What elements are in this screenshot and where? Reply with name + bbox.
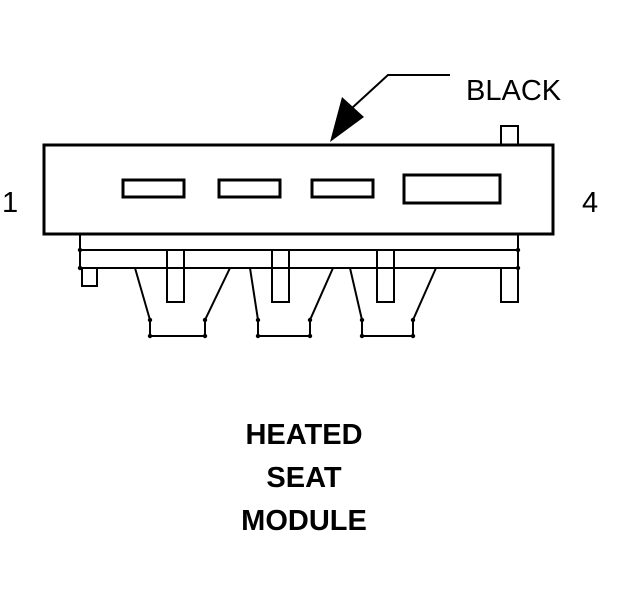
caption-line-1: HEATED xyxy=(245,419,363,451)
pin-label-last: 4 xyxy=(582,187,598,219)
connector-housing xyxy=(42,143,555,236)
junction-dots xyxy=(77,247,521,339)
pin-label-first: 1 xyxy=(2,187,18,219)
caption-line-2: SEAT xyxy=(266,462,342,494)
terminal-cavity xyxy=(121,178,186,199)
terminal-cavity xyxy=(310,178,375,199)
callout-arrowhead xyxy=(330,97,364,142)
connector-body xyxy=(42,125,555,236)
connector-color-label: BLACK xyxy=(466,75,562,107)
terminal-cavity-wide xyxy=(402,173,502,205)
callout-leader xyxy=(351,74,450,109)
terminal-cavity xyxy=(217,178,282,199)
terminal-profile xyxy=(79,234,519,337)
housing-tab xyxy=(500,125,519,146)
color-callout: BLACK xyxy=(330,74,562,142)
caption-line-3: MODULE xyxy=(241,505,367,537)
